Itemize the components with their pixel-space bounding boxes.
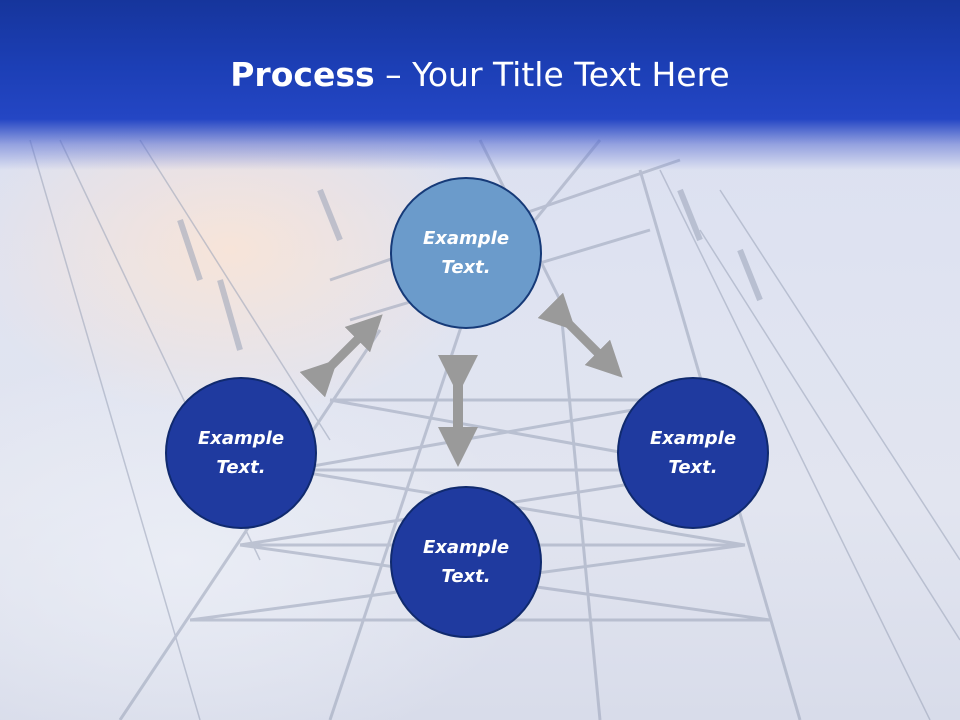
node-top-text: Example Text. — [422, 228, 510, 278]
node-right-text: Example Text. — [649, 428, 737, 478]
title-rest: – Your Title Text Here — [374, 55, 730, 94]
title-bold: Process — [230, 55, 375, 94]
node-left-text: Example Text. — [197, 428, 285, 478]
title-bar: Process – Your Title Text Here — [0, 0, 960, 170]
process-node-bottom[interactable]: Example Text. — [390, 486, 542, 638]
arrow-top-left[interactable] — [299, 314, 383, 398]
node-bottom-text: Example Text. — [422, 537, 510, 587]
arrow-top-right[interactable] — [537, 292, 623, 378]
process-node-left[interactable]: Example Text. — [165, 377, 317, 529]
process-node-top[interactable]: Example Text. — [390, 177, 542, 329]
process-node-right[interactable]: Example Text. — [617, 377, 769, 529]
slide-title[interactable]: Process – Your Title Text Here — [0, 52, 960, 98]
